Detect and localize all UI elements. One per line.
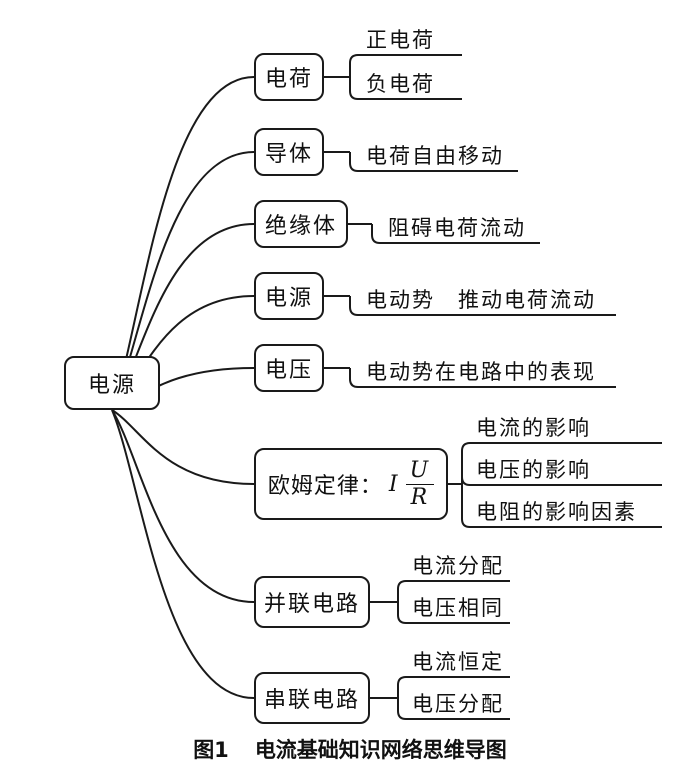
leaf-connector-1	[349, 152, 518, 172]
branch-label: 导体	[264, 142, 313, 167]
branch-node-voltage: 电压	[254, 344, 324, 392]
leaf-current-influence: 电流的影响	[476, 416, 591, 440]
branch-label: 电荷	[264, 67, 313, 92]
branch-label: 串联电路	[263, 688, 360, 713]
leaf-connector-0-0	[349, 54, 462, 77]
leaf-emf-in-circuit: 电动势在电路中的表现	[366, 360, 596, 384]
branch-label: 电压	[264, 358, 313, 383]
formula-denominator: R	[410, 484, 430, 510]
leaf-connector-0-1	[349, 77, 462, 100]
leaf-current-constant: 电流恒定	[412, 650, 504, 674]
leaf-free-movement: 电荷自由移动	[366, 144, 504, 168]
branch-node-charge: 电荷	[254, 53, 324, 101]
leaf-connector-5-1	[461, 476, 662, 486]
figure-caption: 图1 电流基础知识网络思维导图	[0, 734, 700, 764]
leaf-connector-6-1	[397, 602, 510, 624]
leaf-voltage-distribution: 电压分配	[412, 692, 504, 716]
leaf-emf-drive: 电动势 推动电荷流动	[366, 288, 596, 312]
leaf-positive-charge: 正电荷	[366, 28, 435, 52]
branch-label: 电源	[264, 286, 313, 311]
ohms-law-label: 欧姆定律：	[267, 474, 383, 499]
branch-node-series-circuit: 串联电路	[254, 672, 370, 724]
formula-current-symbol: I	[388, 471, 400, 497]
leaf-voltage-influence: 电压的影响	[476, 458, 591, 482]
leaf-connector-6-0	[397, 580, 510, 602]
branch-node-power-source: 电源	[254, 272, 324, 320]
leaf-connector-4	[349, 368, 616, 388]
branch-label: 并联电路	[263, 592, 360, 617]
leaf-current-distribution: 电流分配	[412, 554, 504, 578]
branch-node-ohms-law: 欧姆定律： I U R	[254, 448, 448, 520]
leaf-hinder-flow: 阻碍电荷流动	[388, 216, 526, 240]
leaf-connector-5-2	[461, 484, 662, 528]
leaf-resistance-factors: 电阻的影响因素	[476, 500, 637, 524]
leaf-connector-7-1	[397, 698, 510, 720]
formula-fraction: U R	[405, 458, 435, 511]
figure-number: 图1	[193, 738, 229, 762]
figure-title: 电流基础知识网络思维导图	[254, 738, 507, 762]
leaf-negative-charge: 负电荷	[366, 72, 435, 96]
root-to-branch-curve-6	[111, 409, 255, 603]
formula-numerator: U	[405, 458, 435, 485]
root-label: 电源	[87, 373, 136, 398]
leaf-connector-2	[371, 224, 540, 244]
leaf-connector-3	[349, 296, 616, 316]
branch-node-insulator: 绝缘体	[254, 200, 348, 248]
leaf-voltage-equal: 电压相同	[412, 596, 504, 620]
root-node: 电源	[64, 356, 160, 410]
leaf-connector-5-0	[461, 442, 662, 484]
branch-node-parallel-circuit: 并联电路	[254, 576, 370, 628]
branch-node-conductor: 导体	[254, 128, 324, 176]
branch-label: 绝缘体	[264, 214, 337, 239]
leaf-connector-7-0	[397, 676, 510, 698]
root-to-branch-curve-7	[111, 409, 255, 699]
root-to-branch-curve-5	[111, 409, 255, 485]
